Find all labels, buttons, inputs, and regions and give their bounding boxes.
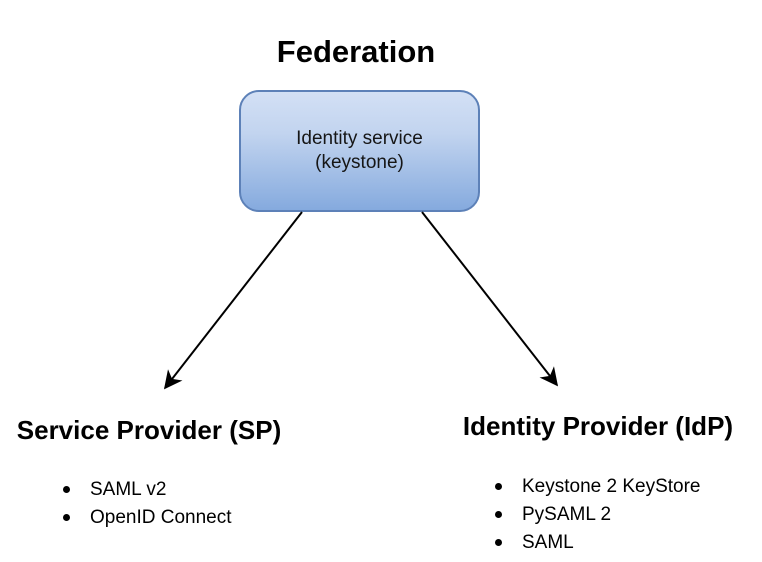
arrow-to-service-provider [163,211,303,390]
list-item-label: OpenID Connect [90,507,232,528]
bullet-icon [495,511,502,518]
list-item: PySAML 2 [495,501,701,529]
bullet-icon [63,486,70,493]
list-item: Keystone 2 KeyStore [495,473,701,501]
bullet-icon [495,483,502,490]
list-item-label: SAML v2 [90,479,167,500]
service-provider-heading: Service Provider (SP) [16,415,282,445]
node-label-line1: Identity service [296,128,423,149]
bullet-icon [63,514,70,521]
identity-provider-heading: Identity Provider (IdP) [462,411,734,441]
list-item: SAML [495,529,701,557]
list-item: SAML v2 [63,476,232,504]
list-item-label: PySAML 2 [522,504,612,525]
identity-provider-list: Keystone 2 KeyStore PySAML 2 SAML [495,473,701,557]
bullet-icon [495,539,502,546]
service-provider-list: SAML v2 OpenID Connect [63,476,232,532]
list-item: OpenID Connect [63,504,232,532]
list-item-label: SAML [522,532,574,553]
node-label-line2: (keystone) [315,152,404,173]
list-item-label: Keystone 2 KeyStore [522,476,701,497]
arrow-to-identity-provider [421,211,559,387]
diagram-title: Federation [276,34,436,69]
identity-service-node: Identity service (keystone) [239,90,480,212]
